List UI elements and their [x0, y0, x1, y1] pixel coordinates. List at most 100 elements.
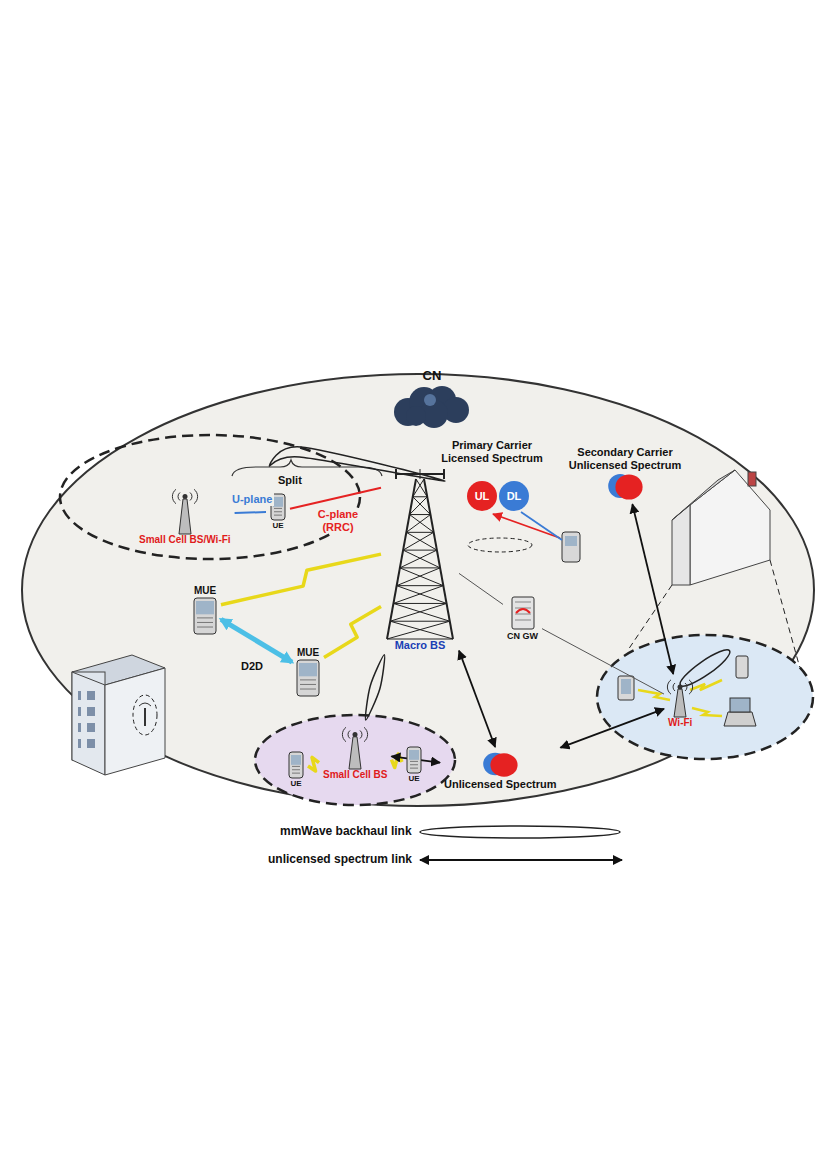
node-shape: DL: [499, 481, 529, 511]
link-label: U-plane: [230, 493, 274, 506]
network-node: UE: [404, 745, 424, 784]
node-icon: [406, 746, 422, 774]
gateway-arrow: [516, 609, 530, 613]
radio-wave: [343, 727, 347, 741]
radio-wave: [348, 731, 350, 739]
node-label: Secondary Carrier Unlicensed Spectrum: [564, 446, 686, 471]
phone-screen: [299, 663, 317, 676]
phone-key: [274, 508, 282, 509]
spectrum-blob: [491, 753, 518, 777]
legend-text: mmWave backhaul link: [280, 825, 412, 839]
spectrum-blob: [615, 475, 642, 500]
phone-body: [194, 598, 216, 634]
node-label: CN GW: [507, 631, 538, 641]
wireless-link: [324, 606, 381, 657]
network-node: Small Cell BS: [321, 722, 389, 782]
house: [672, 470, 770, 585]
link-line: [290, 488, 381, 509]
legend-sample: [420, 826, 620, 838]
phone-key: [410, 761, 418, 762]
small-cell-area: [255, 715, 455, 805]
node-label: Unlicensed Spectrum: [444, 778, 556, 791]
radio-wave: [360, 731, 362, 739]
node-label: Small Cell BS: [323, 769, 387, 781]
lattice-tower: [387, 469, 453, 639]
phone-key: [274, 511, 282, 512]
link-line: [542, 629, 664, 694]
radio-wave: [178, 493, 180, 501]
radio-wave: [194, 489, 198, 503]
gateway-slot: [515, 620, 531, 621]
link-label: C-plane (RRC): [310, 508, 366, 533]
radio-wave: [172, 489, 176, 503]
gateway-box: [512, 597, 534, 629]
uplink-arrow: [493, 514, 560, 538]
radio-wave: [685, 683, 687, 691]
antenna-mast: [349, 737, 361, 769]
link-line: [632, 504, 673, 674]
phone-screen: [196, 601, 214, 614]
wireless-link: [308, 757, 319, 771]
phone-screen: [273, 497, 283, 507]
link-line: [221, 619, 292, 662]
radio-wave: [668, 680, 672, 694]
downlink-line: [521, 512, 562, 540]
network-node: Small Cell BS/Wi-Fi: [137, 483, 233, 547]
annotation: Primary Carrier Licensed Spectrum: [432, 439, 552, 464]
node-icon: [341, 723, 369, 769]
phone-key: [292, 769, 300, 770]
phone-key: [300, 683, 316, 684]
node-icon: [605, 471, 645, 501]
split-brace: [232, 460, 382, 476]
phone-key: [410, 768, 418, 769]
network-node: UE: [286, 750, 306, 789]
network-node: CN: [388, 368, 476, 429]
node-icon: [390, 384, 474, 428]
link-line: [459, 573, 503, 604]
carrier-aggregation: [468, 538, 532, 552]
phone-key: [300, 688, 316, 689]
network-node: MUE: [294, 646, 322, 698]
node-icon: [669, 677, 691, 717]
node-label: CN: [423, 369, 442, 384]
phone-key: [197, 626, 213, 627]
node-label: UE: [290, 779, 301, 788]
legend-sample: [420, 859, 622, 861]
phone-key: [274, 515, 282, 516]
antenna-tip: [182, 494, 187, 499]
phone-key: [292, 773, 300, 774]
node-icon: [170, 484, 200, 534]
phone-screen: [291, 755, 301, 765]
radio-wave: [190, 493, 192, 501]
node-label: UE: [272, 521, 283, 530]
network-node: Secondary Carrier Unlicensed Spectrum: [562, 445, 688, 502]
carrier-circle: [467, 481, 497, 511]
link-label: D2D: [239, 660, 265, 673]
ue-phone: [562, 532, 580, 562]
antenna-mast: [179, 499, 191, 534]
node-icon: [480, 750, 520, 778]
phone-body: [297, 660, 319, 696]
phone-body: [289, 752, 303, 778]
phone-key: [300, 679, 316, 680]
radio-wave: [689, 680, 693, 694]
node-label: UE: [408, 774, 419, 783]
phone-key: [410, 764, 418, 765]
node-label: UL: [467, 481, 497, 511]
node-icon: [193, 597, 217, 635]
network-node: MUE: [191, 584, 219, 636]
network-node: Wi-Fi: [666, 676, 694, 730]
node-icon: [510, 595, 536, 631]
legend-text: unlicensed spectrum link: [268, 853, 412, 867]
node-label: Macro BS: [395, 639, 446, 652]
link-line: [235, 512, 266, 513]
antenna-tip: [678, 685, 683, 690]
small-cell-area: [60, 435, 360, 559]
wireless-link: [221, 554, 381, 605]
phone-key: [292, 766, 300, 767]
node-label: Wi-Fi: [668, 717, 692, 729]
phone-body: [407, 747, 421, 773]
wifi-clients: [618, 656, 756, 726]
